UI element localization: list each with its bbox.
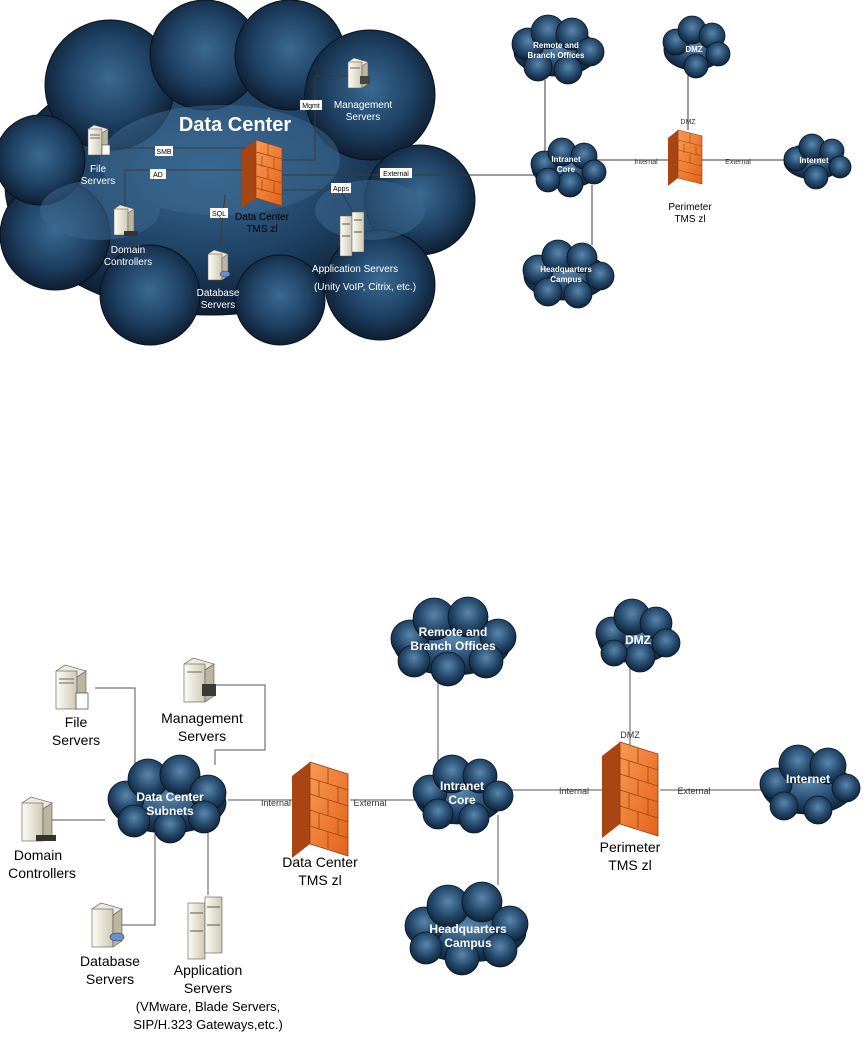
file-servers-sublabel: Servers (81, 176, 115, 187)
perimeter-firewall-bottom (602, 741, 659, 838)
application-servers-detail-2: SIP/H.323 Gateways,etc.) (133, 1017, 283, 1032)
top-diagram: Data Center Mgmt SMB AD SQL (0, 0, 852, 346)
remote-branch-sublabel: Branch Offices (528, 51, 585, 60)
dmz-link-label-bottom: DMZ (620, 730, 640, 740)
database-servers-icon-bottom (91, 902, 125, 948)
application-servers-sublabel: (Unity VoIP, Citrix, etc.) (314, 282, 416, 293)
dmz-cloud (662, 15, 731, 79)
application-servers-label-bottom: Application (174, 962, 243, 978)
file-servers-icon-bottom (55, 664, 89, 710)
external-link-label: External (383, 171, 409, 178)
application-servers-icon-bottom (187, 896, 223, 960)
perimeter-firewall (668, 129, 703, 186)
management-servers-icon (347, 57, 370, 89)
dmz-link-label: DMZ (680, 119, 696, 126)
mgmt-link-label: Mgmt (302, 103, 320, 110)
management-servers-label-bottom: Management (161, 710, 243, 726)
internet-cloud-bottom (759, 744, 861, 825)
database-servers-label-bottom: Database (80, 953, 140, 969)
management-servers-sublabel: Servers (346, 112, 380, 123)
data-center-subnets-sublabel: Subnets (146, 804, 194, 818)
application-servers-sublabel-bottom: Servers (184, 980, 232, 996)
headquarters-sublabel: Campus (550, 275, 582, 284)
bottom-diagram: Internal External Internal External DMZ … (8, 596, 861, 1032)
remote-branch-label: Remote and (533, 41, 579, 50)
domain-controllers-sublabel: Controllers (104, 257, 152, 268)
headquarters-sublabel-bottom: Campus (444, 936, 492, 950)
headquarters-label: Headquarters (540, 265, 592, 274)
intranet-core-cloud (530, 137, 607, 198)
dmz-cloud-bottom (595, 598, 681, 673)
domain-controllers-label: Domain (111, 245, 145, 256)
file-servers-label: File (90, 164, 107, 175)
domain-controllers-sublabel-bottom: Controllers (8, 865, 76, 881)
domain-controllers-label-bottom: Domain (14, 847, 62, 863)
file-servers-sublabel-bottom: Servers (52, 732, 100, 748)
dmz-cloud-label: DMZ (685, 45, 702, 54)
remote-branch-label-bottom: Remote and (419, 625, 488, 639)
dc-external-link-label: External (353, 798, 386, 808)
intranet-core-label-bottom: Intranet (440, 779, 484, 793)
perimeter-firewall-sublabel: TMS zl (674, 214, 705, 225)
data-center-firewall-label-bottom: Data Center (282, 854, 358, 870)
perimeter-external-link-label: External (725, 159, 751, 166)
intranet-core-sublabel: Core (557, 165, 576, 174)
intranet-core-cloud-bottom (412, 754, 514, 834)
management-servers-sublabel-bottom: Servers (178, 728, 226, 744)
application-servers-label: Application Servers (312, 264, 398, 275)
data-center-cloud (0, 0, 476, 346)
internet-label-bottom: Internet (786, 772, 830, 786)
intranet-core-sublabel-bottom: Core (448, 793, 476, 807)
internet-cloud (783, 133, 852, 190)
data-center-subnets-cloud (107, 754, 227, 844)
data-center-subnets-label: Data Center (136, 790, 204, 804)
file-servers-icon (87, 124, 111, 156)
database-servers-icon (207, 249, 231, 281)
database-servers-label: Database (197, 288, 240, 299)
top-link-labels: Mgmt SMB AD SQL Apps External Internal E… (150, 100, 751, 218)
perimeter-external-link-label-bottom: External (677, 786, 710, 796)
application-servers-detail-1: (VMware, Blade Servers, (136, 999, 281, 1014)
perimeter-internal-link-label: Internal (559, 786, 589, 796)
remote-branch-cloud (511, 14, 605, 85)
data-center-firewall (242, 139, 283, 208)
domain-controllers-icon-bottom (21, 796, 56, 842)
apps-link-label: Apps (333, 186, 349, 193)
data-center-firewall-bottom (292, 761, 349, 858)
perimeter-firewall-sublabel-bottom: TMS zl (608, 857, 652, 873)
management-servers-icon-bottom (183, 657, 216, 703)
bottom-link-labels: Internal External Internal External DMZ (261, 730, 711, 808)
dc-internal-link-label: Internal (261, 798, 291, 808)
headquarters-cloud (522, 239, 615, 309)
ad-link-label: AD (153, 172, 163, 179)
remote-branch-cloud-bottom (390, 596, 517, 687)
database-servers-sublabel-bottom: Servers (86, 971, 134, 987)
internet-label: Internet (799, 156, 829, 165)
database-servers-sublabel: Servers (201, 300, 235, 311)
management-servers-label: Management (334, 100, 393, 111)
internal-link-label: Internal (634, 159, 658, 166)
sql-link-label: SQL (212, 211, 226, 218)
data-center-firewall-label: Data Center (235, 212, 290, 223)
remote-branch-sublabel-bottom: Branch Offices (410, 639, 496, 653)
application-servers-icon (339, 211, 365, 257)
domain-controllers-icon (113, 204, 138, 236)
file-servers-label-bottom: File (65, 714, 88, 730)
perimeter-firewall-label: Perimeter (668, 202, 712, 213)
dmz-cloud-label-bottom: DMZ (625, 633, 651, 647)
intranet-core-label: Intranet (551, 155, 581, 164)
headquarters-label-bottom: Headquarters (429, 922, 507, 936)
perimeter-firewall-label-bottom: Perimeter (600, 839, 661, 855)
data-center-firewall-sublabel-bottom: TMS zl (298, 872, 342, 888)
headquarters-cloud-bottom (404, 881, 529, 976)
data-center-title: Data Center (179, 114, 291, 136)
data-center-firewall-sublabel: TMS zl (246, 224, 277, 235)
smb-link-label: SMB (156, 149, 172, 156)
